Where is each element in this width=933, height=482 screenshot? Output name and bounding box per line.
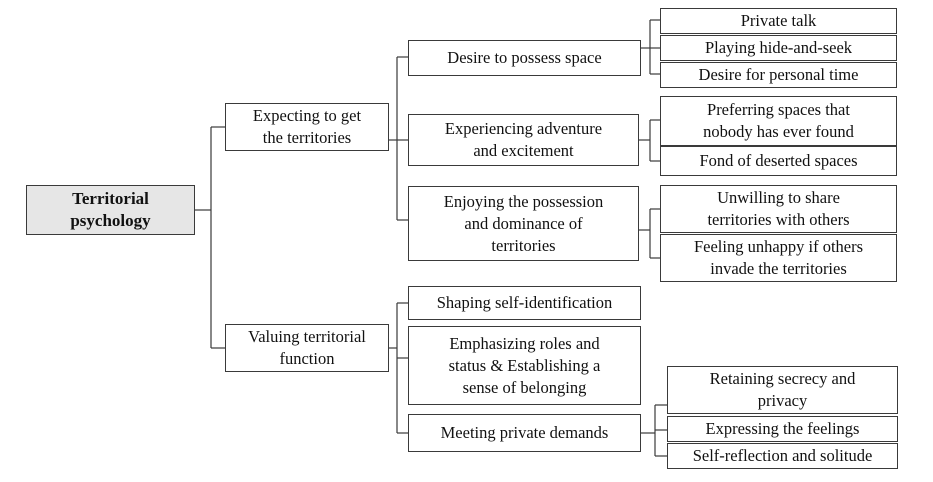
root-node-territorial-psychology: Territorial psychology xyxy=(26,185,195,235)
branch-expecting-territories: Expecting to get the territories xyxy=(225,103,389,151)
node-enjoying-possession: Enjoying the possession and dominance of… xyxy=(408,186,639,261)
node-shaping-self-identification: Shaping self-identification xyxy=(408,286,641,320)
leaf-fond-of-deserted-spaces: Fond of deserted spaces xyxy=(660,146,897,176)
node-desire-to-possess-space: Desire to possess space xyxy=(408,40,641,76)
node-experiencing-adventure: Experiencing adventure and excitement xyxy=(408,114,639,166)
leaf-playing-hide-and-seek: Playing hide-and-seek xyxy=(660,35,897,61)
leaf-desire-for-personal-time: Desire for personal time xyxy=(660,62,897,88)
leaf-unwilling-to-share: Unwilling to share territories with othe… xyxy=(660,185,897,233)
leaf-retaining-secrecy: Retaining secrecy and privacy xyxy=(667,366,898,414)
branch-valuing-territorial-function: Valuing territorial function xyxy=(225,324,389,372)
leaf-preferring-spaces: Preferring spaces that nobody has ever f… xyxy=(660,96,897,146)
node-emphasizing-roles: Emphasizing roles and status & Establish… xyxy=(408,326,641,405)
leaf-feeling-unhappy: Feeling unhappy if others invade the ter… xyxy=(660,234,897,282)
leaf-private-talk: Private talk xyxy=(660,8,897,34)
leaf-expressing-feelings: Expressing the feelings xyxy=(667,416,898,442)
leaf-self-reflection: Self-reflection and solitude xyxy=(667,443,898,469)
node-meeting-private-demands: Meeting private demands xyxy=(408,414,641,452)
